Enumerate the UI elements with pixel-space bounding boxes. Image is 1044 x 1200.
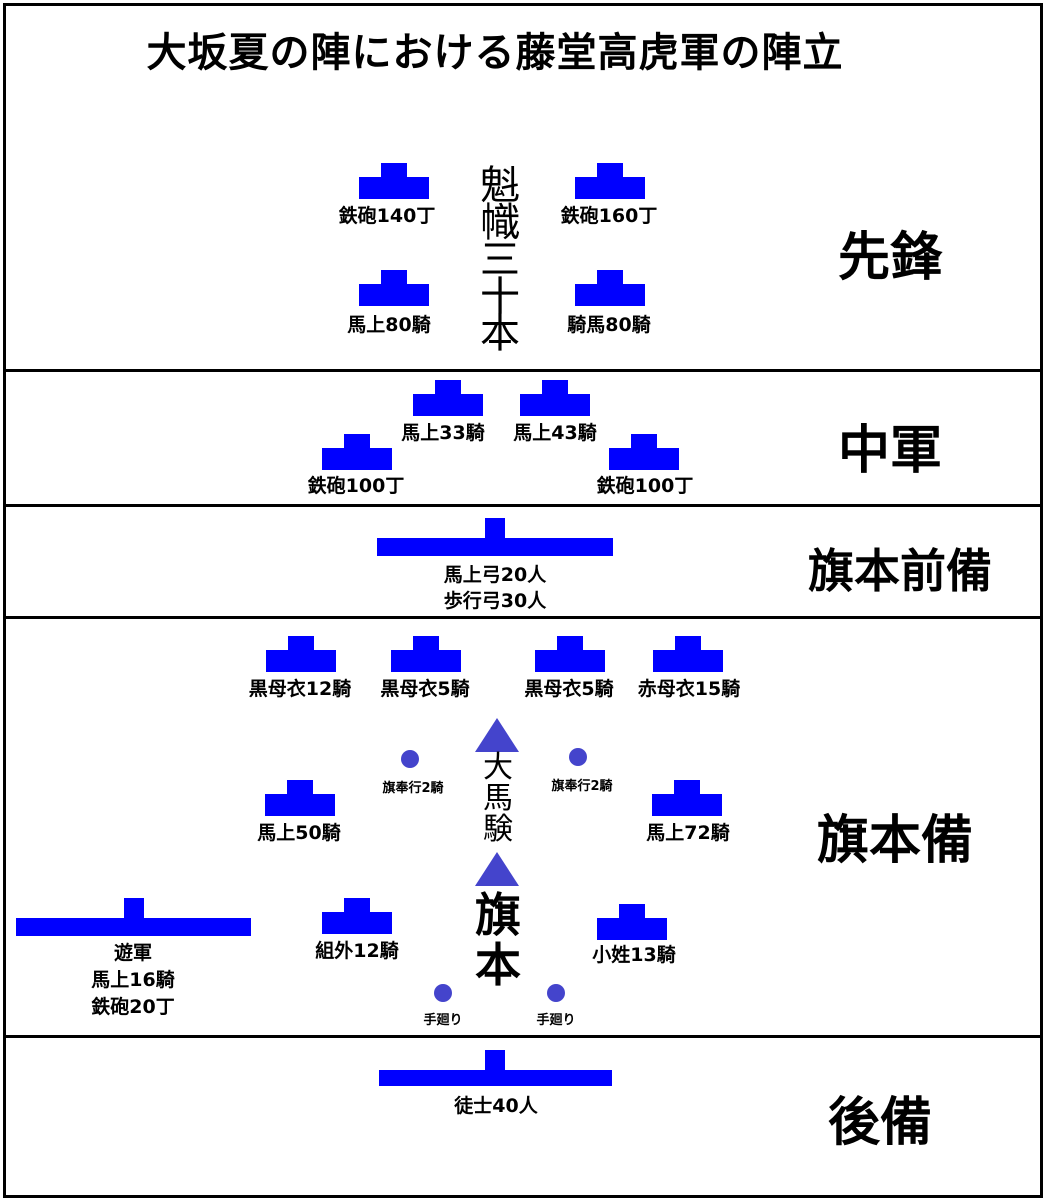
unit-aka15 [653, 636, 723, 672]
unit-kuro5a [391, 636, 461, 672]
unit-kumigai [322, 898, 392, 934]
label-bugyo-right: 旗奉行2騎 [551, 779, 613, 794]
dot-marker [547, 984, 565, 1002]
section-divider [3, 504, 1043, 507]
unit-label-yugun: 遊軍 馬上16騎 鉄砲20丁 [91, 940, 174, 1021]
yugun-line: 鉄砲20丁 [91, 996, 175, 1018]
yugun-line: 馬上16騎 [91, 969, 175, 991]
hata-char: 本 [475, 938, 521, 992]
label-bugyo-left: 旗奉行2騎 [382, 781, 444, 796]
hata-char: 旗 [475, 888, 521, 942]
diagram-frame [3, 3, 1043, 1198]
unit-label-kuro5b: 黒母衣5騎 [524, 678, 614, 700]
vertical-label-hata: 旗 本 [466, 890, 530, 990]
flags-char: 魁 [480, 163, 520, 209]
unit-horse43 [520, 380, 590, 416]
unit-label-kumigai: 組外12騎 [315, 940, 399, 962]
unit-yugun [16, 898, 251, 936]
unit-label-archers-front: 馬上弓20人 歩行弓30人 [444, 562, 546, 614]
vertical-label-flags: 魁 幟 三 十 本 [476, 163, 524, 357]
section-label-center: 中軍 [837, 421, 942, 481]
unit-label-gun140: 鉄砲140丁 [338, 205, 436, 227]
section-label-vanguard: 先鋒 [837, 228, 942, 288]
unit-label-horse50: 馬上50騎 [257, 822, 341, 844]
archers-line: 歩行弓30人 [443, 590, 547, 612]
triangle-marker [475, 852, 519, 886]
unit-label-gun160: 鉄砲160丁 [560, 205, 658, 227]
unit-label-kuro5a: 黒母衣5騎 [380, 678, 470, 700]
unit-label-horse33: 馬上33騎 [401, 422, 485, 444]
flags-char: 本 [480, 311, 520, 357]
unit-label-aka15: 赤母衣15騎 [637, 678, 741, 700]
unit-label-horse80a: 馬上80騎 [347, 314, 431, 336]
section-label-hatamoto: 旗本備 [816, 811, 973, 871]
section-label-hatamoto-front: 旗本前備 [808, 544, 992, 598]
unit-label-kosho: 小姓13騎 [592, 944, 676, 966]
unit-label-horse43: 馬上43騎 [513, 422, 597, 444]
unit-horse50 [265, 780, 335, 816]
unit-archers-front [377, 518, 613, 556]
unit-kuro5b [535, 636, 605, 672]
unit-horse80a [359, 270, 429, 306]
section-divider [3, 1035, 1043, 1038]
unit-gun160 [575, 163, 645, 199]
umajirushi-char: 験 [483, 812, 513, 847]
unit-label-horse72: 馬上72騎 [646, 822, 730, 844]
unit-foot40 [379, 1050, 612, 1086]
label-temawari-left: 手廻り [423, 1013, 463, 1028]
diagram-title: 大坂夏の陣における藤堂高虎軍の陣立 [146, 30, 844, 76]
unit-label-foot40: 徒士40人 [454, 1095, 538, 1117]
dot-marker [569, 748, 587, 766]
archers-line: 馬上弓20人 [443, 564, 547, 586]
unit-label-gun100a: 鉄砲100丁 [307, 475, 405, 497]
dot-marker [434, 984, 452, 1002]
flags-char: 十 [480, 274, 520, 320]
unit-gun100a [322, 434, 392, 470]
section-label-rear: 後備 [827, 1093, 932, 1153]
vertical-label-umajirushi: 大 馬 験 [476, 752, 520, 845]
unit-kuro12 [266, 636, 336, 672]
triangle-marker [475, 718, 519, 752]
yugun-line: 遊軍 [113, 942, 153, 964]
unit-horse33 [413, 380, 483, 416]
dot-marker [401, 750, 419, 768]
section-divider [3, 369, 1043, 372]
unit-label-gun100b: 鉄砲100丁 [596, 475, 694, 497]
unit-horse80b [575, 270, 645, 306]
unit-label-kuro12: 黒母衣12騎 [248, 678, 352, 700]
umajirushi-char: 大 [483, 750, 513, 785]
unit-gun100b [609, 434, 679, 470]
umajirushi-char: 馬 [483, 781, 513, 816]
unit-gun140 [359, 163, 429, 199]
flags-char: 三 [480, 237, 520, 283]
label-temawari-right: 手廻り [536, 1013, 576, 1028]
flags-char: 幟 [480, 200, 520, 246]
unit-label-horse80b: 騎馬80騎 [567, 314, 651, 336]
unit-kosho [597, 904, 667, 940]
section-divider [3, 616, 1043, 619]
unit-horse72 [652, 780, 722, 816]
